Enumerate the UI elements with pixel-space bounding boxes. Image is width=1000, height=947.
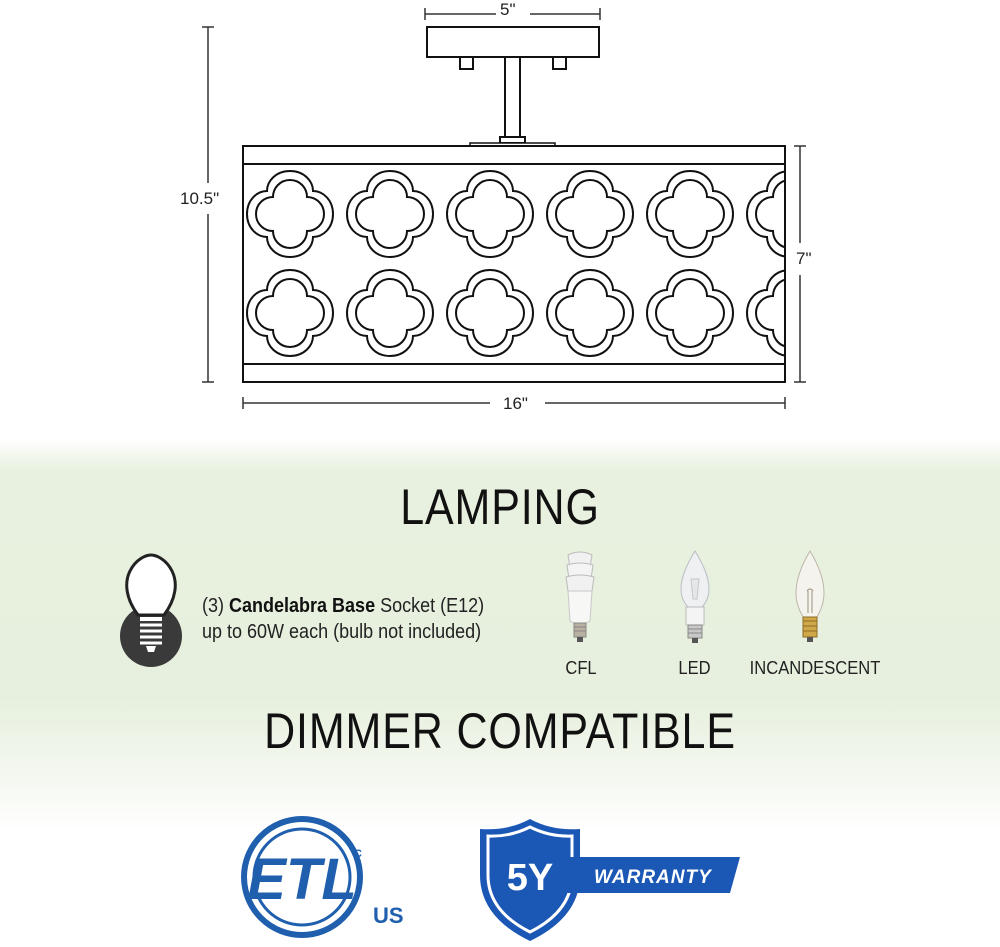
- warranty-badge: 5Y WARRANTY: [480, 819, 740, 941]
- shade-height-dimension-line: [794, 145, 806, 383]
- wattage-line: up to 60W each (bulb not included): [202, 621, 482, 643]
- socket-count: (3): [202, 595, 225, 617]
- etl-listed-logo: ETL C US: [241, 816, 404, 938]
- height-dimension-line: [202, 26, 214, 383]
- bulb-label-cfl: CFL: [565, 658, 597, 678]
- socket-rest: Socket (E12): [375, 595, 485, 617]
- shade-height-label: 7": [796, 249, 812, 268]
- socket-type: Candelabra Base: [229, 595, 376, 617]
- bulb-label-led: LED: [678, 658, 711, 678]
- cfl-bulb-icon: [565, 551, 595, 642]
- dimmer-heading: DIMMER COMPATIBLE: [264, 703, 736, 759]
- warranty-years: 5Y: [507, 857, 553, 899]
- warranty-word: WARRANTY: [594, 867, 713, 888]
- etl-us-mark: US: [373, 903, 404, 928]
- shade-width-label: 16": [503, 394, 528, 413]
- width-dimension-line: [242, 397, 786, 409]
- canopy-width-label: 5": [500, 0, 516, 19]
- socket-description: (3) Candelabra Base Socket (E12) up to 6…: [202, 593, 484, 645]
- socket-line: (3) Candelabra Base Socket (E12): [202, 593, 484, 619]
- candelabra-bulb-icon: [120, 553, 182, 667]
- fixture-diagram: [202, 8, 806, 409]
- shield-icon: [480, 819, 580, 941]
- incandescent-bulb-icon: [795, 550, 825, 642]
- etl-c-mark: C: [354, 848, 362, 860]
- warranty-ribbon: [558, 857, 740, 893]
- etl-letters: ETL: [247, 847, 357, 912]
- canopy-dimension-line: [424, 8, 601, 20]
- drum-shade: [242, 145, 786, 383]
- led-bulb-icon: [680, 550, 710, 643]
- lamping-heading: LAMPING: [400, 479, 600, 535]
- total-height-label: 10.5": [180, 189, 220, 208]
- stem: [469, 56, 556, 147]
- bulb-label-incandescent: INCANDESCENT: [749, 658, 881, 678]
